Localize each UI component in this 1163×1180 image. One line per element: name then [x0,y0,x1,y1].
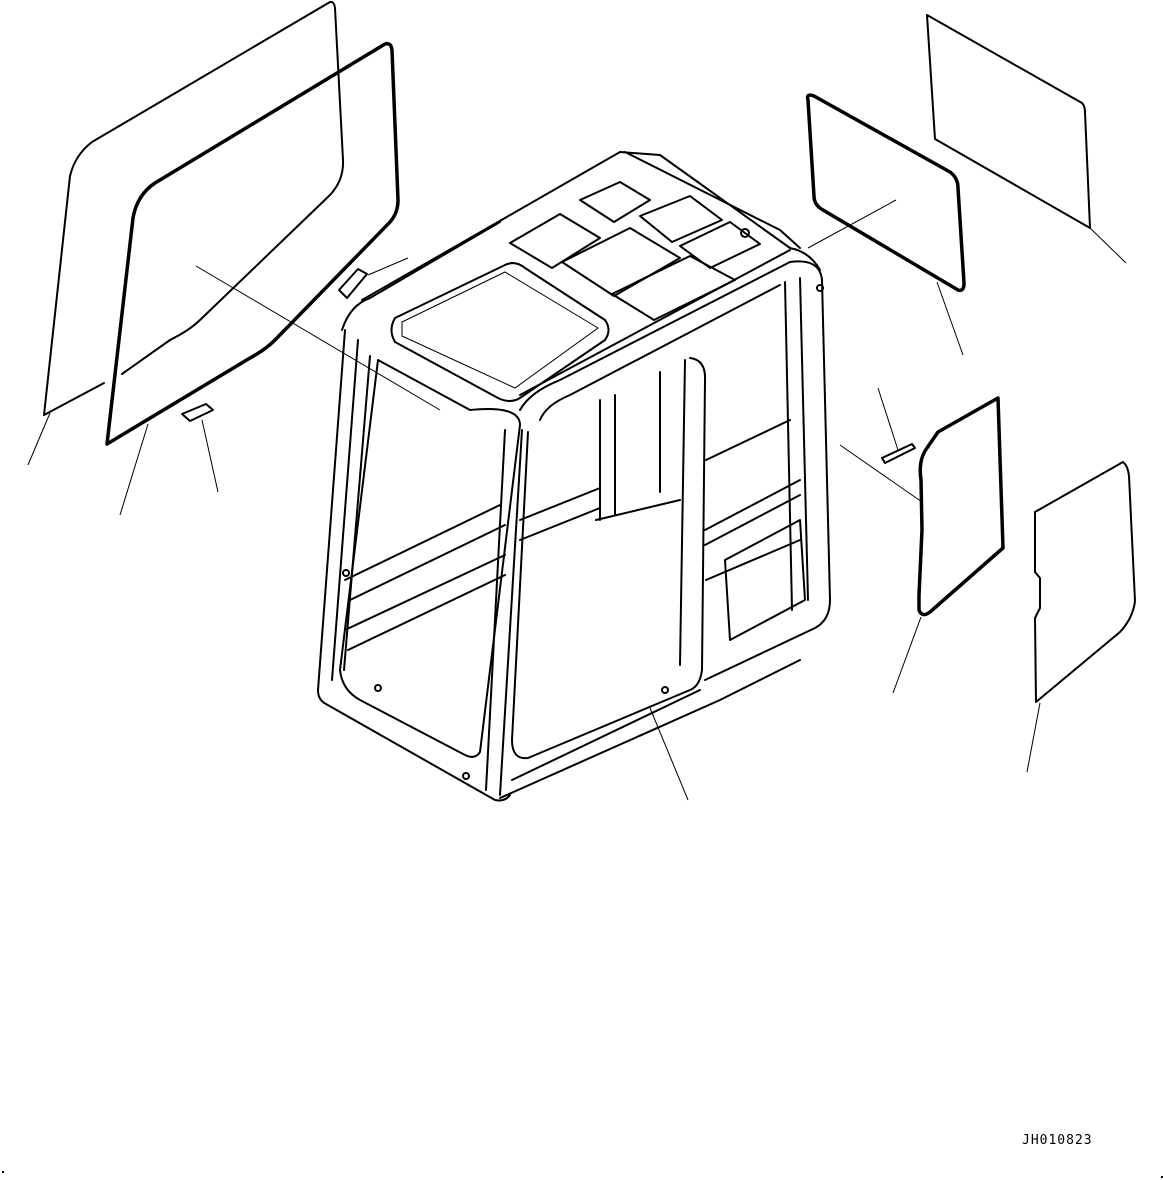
leader-line [936,281,964,356]
leader-line [119,423,149,516]
left-spacer-lower [181,403,219,493]
leader-line [201,419,219,493]
door-glass-seal [892,396,1005,694]
rear-glass [926,14,1127,264]
door-glass [1026,461,1136,773]
figure-code: JH010823 [1022,1133,1093,1148]
leader-line [195,265,441,411]
leader-line [367,257,409,276]
leader-line [892,616,922,694]
leader-line [649,707,689,801]
leader-line [1089,227,1127,264]
leader-line [877,387,899,451]
cab-frame [317,151,831,802]
rear-glass-seal [805,93,966,356]
leader-line [1026,702,1041,773]
door-spacer [839,387,923,503]
corner-mark [2,1171,4,1173]
leader-line [27,412,51,466]
left-spacer-upper [338,257,409,299]
left-outer-glass [27,0,345,466]
leader-line [807,199,897,249]
corner-mark [1161,1176,1163,1178]
leader-line [839,444,923,503]
left-inner-glass-seal [105,41,441,516]
